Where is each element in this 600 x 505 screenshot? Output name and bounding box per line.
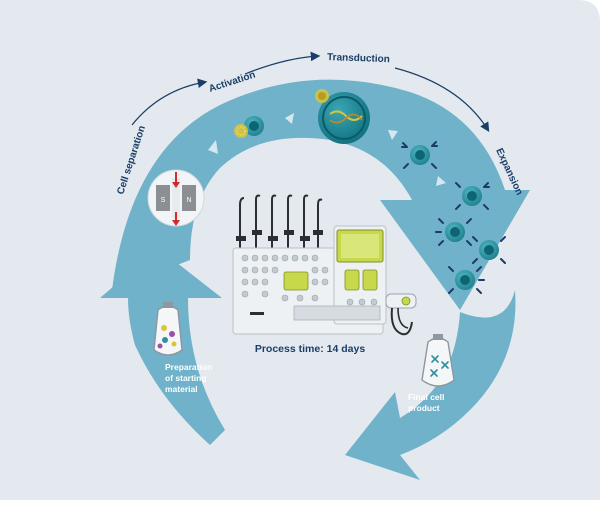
expansion-cells-group (401, 141, 506, 294)
flow-triangle-1 (208, 140, 218, 154)
instrument-pump (385, 293, 417, 336)
preparation-label-line-1: Preparation (165, 362, 212, 372)
magnet-separation-icon: S N (147, 169, 205, 227)
preparation-label-line-3: material (165, 384, 198, 394)
instrument-module (283, 271, 309, 291)
magnet-south-label: S (161, 197, 166, 204)
expansion-cell (472, 236, 506, 264)
instrument-panel-left (344, 269, 360, 291)
step-label-transduction: Transduction (327, 52, 390, 65)
instrument-tray (293, 305, 381, 321)
instrument-valves (241, 254, 378, 306)
main-cycle-arrow (112, 79, 530, 310)
activation-cell-icon (234, 116, 264, 138)
instrument-clamps (236, 230, 323, 241)
final-product-arrow (345, 290, 516, 480)
expansion-cell (448, 266, 485, 294)
flow-triangle-4 (436, 176, 446, 186)
instrument-tubing (239, 194, 323, 248)
final-product-label: Final cell product (408, 392, 447, 413)
expansion-cell (401, 141, 438, 169)
final-product-label-line-1: Final cell (408, 392, 444, 402)
final-product-label-line-2: product (408, 403, 440, 413)
preparation-label: Preparation of starting material (165, 362, 215, 394)
cell-processing-instrument (232, 194, 417, 336)
label-arrow-transduction (244, 51, 321, 75)
transduction-cell-icon (315, 89, 370, 144)
preparation-label-line-2: of starting (165, 373, 207, 383)
flow-triangle-2 (285, 113, 294, 124)
flow-triangle-3 (388, 130, 398, 140)
magnet-north-label: N (186, 197, 191, 204)
instrument-panel-right (362, 269, 378, 291)
label-arrow-expansion (394, 67, 490, 133)
final-product-bag-icon (421, 334, 455, 387)
expansion-cell (455, 182, 490, 210)
label-arrow-activation (131, 78, 208, 126)
process-time-label: Process time: 14 days (255, 343, 365, 355)
starting-material-bag-icon (153, 302, 183, 356)
expansion-cell (435, 218, 472, 246)
